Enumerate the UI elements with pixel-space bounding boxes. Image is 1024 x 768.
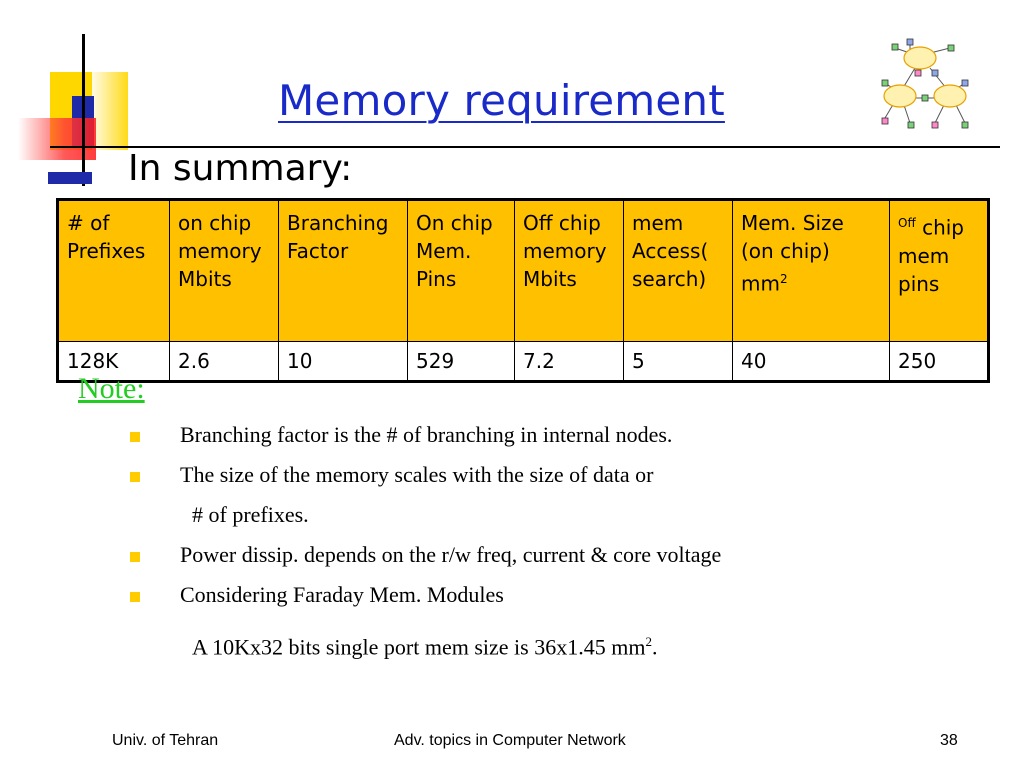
table-row: 128K 2.6 10 529 7.2 5 40 250	[57, 341, 989, 382]
cell-offchip-memory: 7.2	[514, 341, 624, 382]
header-mem-access: mem Access( search)	[623, 199, 733, 342]
memory-size-end: .	[651, 634, 658, 660]
bullet-square-icon	[130, 592, 140, 602]
header-offchip-pins-text: chip mem pins	[898, 215, 965, 296]
cell-mem-size: 40	[732, 341, 890, 382]
header-prefixes: # of Prefixes	[57, 199, 170, 342]
decor-vertical-line	[82, 34, 85, 186]
header-branching-factor: Branching Factor	[278, 199, 408, 342]
bullet-text: Power dissip. depends on the r/w freq, c…	[180, 542, 722, 567]
header-offchip-memory: Off chip memory Mbits	[514, 199, 624, 342]
title-divider-line	[50, 146, 1000, 148]
decor-fade	[92, 72, 132, 152]
header-off-sup: Off	[898, 216, 916, 230]
bullet-text: The size of the memory scales with the s…	[180, 462, 654, 487]
memory-size-text: A 10Kx32 bits single port mem size is 36…	[192, 634, 646, 660]
cell-branching-factor: 10	[278, 341, 408, 382]
footer-university: Univ. of Tehran	[112, 732, 219, 749]
header-mem-size-sup: 2	[779, 272, 788, 286]
cell-prefixes: 128K	[57, 341, 170, 382]
header-mem-size-text: Mem. Size (on chip) mm	[741, 211, 844, 296]
footer-course: Adv. topics in Computer Network	[394, 732, 626, 749]
footer-page-number: 38	[940, 732, 958, 749]
bullet-square-icon	[130, 432, 140, 442]
cell-onchip-pins: 529	[407, 341, 515, 382]
slide-title: Memory requirement	[278, 76, 725, 125]
bullet-square-icon	[130, 472, 140, 482]
memory-size-sup: 2	[645, 634, 652, 649]
summary-table: # of Prefixes on chip memory Mbits Branc…	[56, 198, 990, 383]
header-mem-size: Mem. Size (on chip) mm2	[732, 199, 890, 342]
bullet-text: Considering Faraday Mem. Modules	[180, 582, 504, 607]
memory-size-line: A 10Kx32 bits single port mem size is 36…	[192, 634, 657, 660]
decor-blue-bar	[48, 172, 92, 184]
bullet-square-icon	[130, 552, 140, 562]
header-onchip-memory: on chip memory Mbits	[169, 199, 279, 342]
cell-mem-access: 5	[623, 341, 733, 382]
network-cloud-icon	[881, 38, 969, 129]
note-label: Note:	[78, 372, 145, 405]
bullet-text: Branching factor is the # of branching i…	[180, 422, 673, 447]
cell-offchip-pins: 250	[889, 341, 989, 382]
bullet-continuation-text: # of prefixes.	[192, 502, 309, 527]
cell-onchip-memory: 2.6	[169, 341, 279, 382]
header-offchip-pins: Off chip mem pins	[889, 199, 989, 342]
table-header-row: # of Prefixes on chip memory Mbits Branc…	[57, 199, 989, 342]
header-onchip-pins: On chip Mem. Pins	[407, 199, 515, 342]
slide-subtitle: In summary:	[128, 148, 353, 189]
